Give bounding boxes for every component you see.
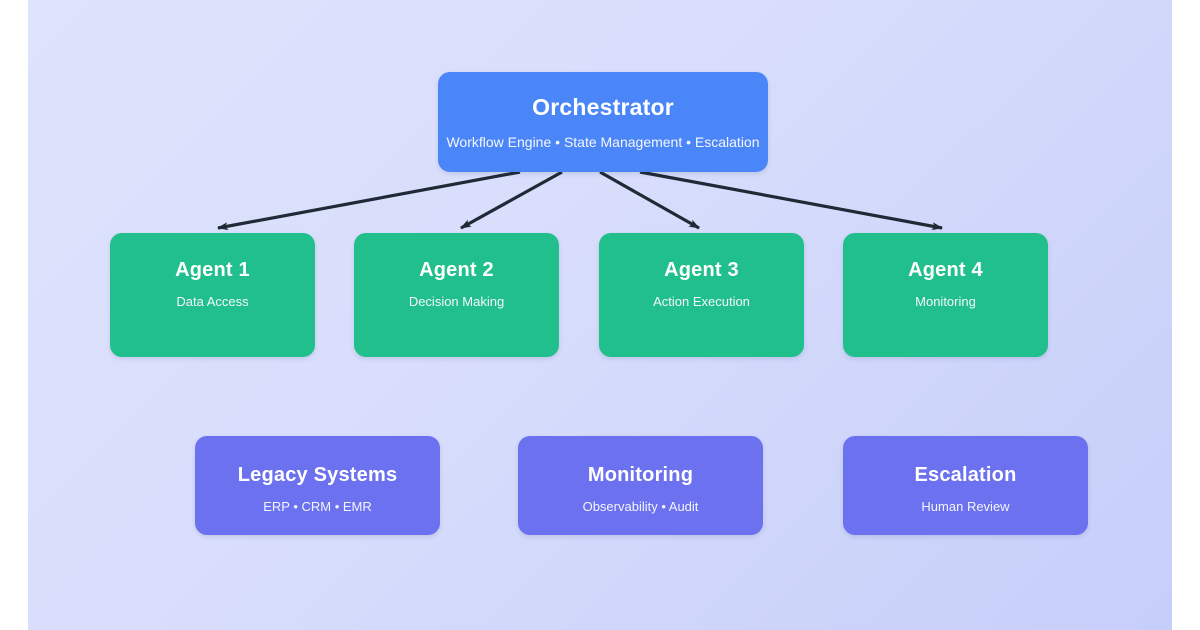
node-agent-2[interactable]: Agent 2 Decision Making: [354, 233, 559, 357]
node-monitoring-subtitle: Observability • Audit: [582, 499, 699, 514]
node-agent-2-subtitle: Decision Making: [408, 294, 505, 309]
node-orchestrator-title: Orchestrator: [532, 94, 674, 120]
node-agent-3[interactable]: Agent 3 Action Execution: [599, 233, 804, 357]
diagram-canvas: Orchestrator Workflow Engine • State Man…: [28, 0, 1172, 630]
node-escalation-title: Escalation: [914, 464, 1017, 486]
connector-orchestrator-to-agent-4: [639, 170, 943, 231]
node-orchestrator-subtitle: Workflow Engine • State Management • Esc…: [446, 134, 760, 150]
node-agent-4-subtitle: Monitoring: [915, 294, 976, 309]
node-agent-1-subtitle: Data Access: [176, 294, 249, 309]
node-agent-3-subtitle: Action Execution: [653, 294, 750, 309]
node-agent-1[interactable]: Agent 1 Data Access: [110, 233, 315, 357]
node-agent-2-title: Agent 2: [419, 259, 494, 281]
node-legacy-systems[interactable]: Legacy Systems ERP • CRM • EMR: [195, 436, 440, 535]
node-agent-1-title: Agent 1: [175, 259, 250, 281]
node-agent-4[interactable]: Agent 4 Monitoring: [843, 233, 1048, 357]
node-legacy-systems-subtitle: ERP • CRM • EMR: [263, 499, 372, 514]
node-escalation-subtitle: Human Review: [921, 499, 1010, 514]
connector-orchestrator-to-agent-1: [217, 170, 521, 231]
node-agent-4-title: Agent 4: [908, 259, 983, 281]
connector-orchestrator-to-agent-2: [460, 170, 563, 230]
connector-orchestrator-to-agent-3: [599, 170, 700, 230]
node-orchestrator[interactable]: Orchestrator Workflow Engine • State Man…: [438, 72, 768, 172]
node-monitoring-title: Monitoring: [587, 464, 694, 486]
node-escalation[interactable]: Escalation Human Review: [843, 436, 1088, 535]
node-monitoring[interactable]: Monitoring Observability • Audit: [518, 436, 763, 535]
node-legacy-systems-title: Legacy Systems: [237, 464, 398, 486]
node-agent-3-title: Agent 3: [664, 259, 739, 281]
